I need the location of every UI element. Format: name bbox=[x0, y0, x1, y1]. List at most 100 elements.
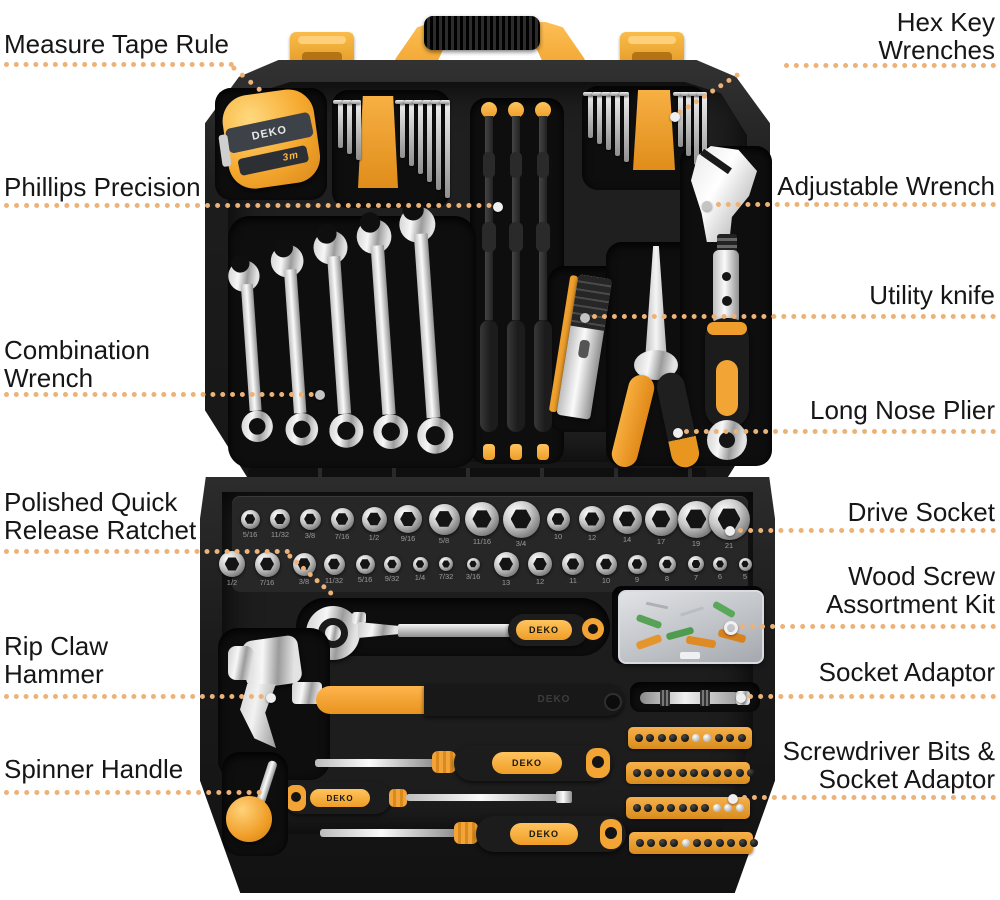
screwdriver-bit bbox=[715, 839, 724, 847]
hex-key-item bbox=[445, 100, 450, 198]
knife-slider-track bbox=[570, 274, 613, 331]
leader-socket-adaptor bbox=[748, 694, 996, 699]
socket-hex-hole bbox=[631, 559, 643, 569]
drive-socket-item bbox=[428, 503, 460, 535]
hex-key-item bbox=[409, 100, 414, 166]
hex-key-bend bbox=[592, 92, 602, 96]
hex-key-item bbox=[427, 100, 432, 182]
leader-hex-key-wrenches bbox=[784, 63, 996, 68]
precision-tip bbox=[537, 444, 549, 460]
precision-shaft bbox=[512, 116, 520, 320]
screwdriver-bit bbox=[669, 734, 678, 742]
socket-hex-hole bbox=[367, 512, 381, 526]
leader-measure-tape-rule bbox=[4, 62, 234, 67]
socket-hex-hole bbox=[510, 509, 532, 529]
socket-hex-hole bbox=[662, 559, 672, 569]
socket-hex-hole bbox=[551, 513, 565, 525]
leader-drive-socket bbox=[738, 528, 996, 533]
socket-adaptor-tool bbox=[640, 692, 740, 704]
screwdriver-bit bbox=[655, 804, 664, 812]
case-handle-grip bbox=[424, 16, 540, 50]
screwdriver-bit bbox=[678, 769, 687, 777]
drive-socket-item bbox=[299, 508, 321, 530]
socket-size-label: 9/16 bbox=[400, 534, 416, 543]
sd2-blade bbox=[556, 791, 572, 803]
hex-key-bend bbox=[440, 100, 450, 104]
drive-socket-item bbox=[270, 509, 290, 529]
ratchet-brand-label: DEKO bbox=[528, 625, 559, 635]
screwdriver-bit bbox=[735, 804, 744, 812]
drive-socket-item bbox=[240, 509, 260, 529]
tape-measure: DEKO 3m bbox=[213, 81, 332, 206]
hex-key-item bbox=[356, 100, 361, 160]
socket-size-label: 3/8 bbox=[298, 576, 310, 586]
screwdriver-bit bbox=[714, 734, 723, 742]
socket-size-label: 13 bbox=[501, 577, 511, 587]
socket-size-label: 3/8 bbox=[304, 530, 316, 540]
hex-key-item bbox=[588, 92, 593, 138]
leader-end-drive-socket bbox=[725, 526, 735, 536]
precision-bulge bbox=[483, 152, 495, 178]
drive-socket-item bbox=[713, 557, 727, 571]
screwdriver-bit bbox=[704, 839, 713, 847]
screwdriver-bit bbox=[712, 769, 721, 777]
socket-hex-hole bbox=[304, 513, 316, 525]
socket-size-label: 5 bbox=[742, 571, 748, 581]
label-rip-claw-hammer: Rip Claw Hammer bbox=[4, 631, 109, 690]
socket-hex-hole bbox=[499, 557, 513, 571]
label-long-nose-plier: Long Nose Plier bbox=[810, 395, 995, 425]
label-wood-screw-assortment-kit: Wood Screw Assortment Kit bbox=[825, 561, 995, 620]
adjustable-wrench bbox=[683, 146, 775, 476]
socket-size-label: 17 bbox=[656, 536, 666, 546]
socket-size-label: 5/8 bbox=[438, 535, 450, 545]
drive-socket-item bbox=[361, 506, 387, 532]
hex-key-item bbox=[418, 100, 423, 174]
adj-hole-1 bbox=[722, 272, 731, 281]
ratchet-end-hole bbox=[588, 624, 598, 634]
sd1-handle-oval: DEKO bbox=[492, 752, 562, 774]
screwdriver-bit bbox=[703, 734, 712, 742]
plier-handle-left bbox=[609, 372, 657, 470]
precision-shaft bbox=[539, 116, 547, 320]
drive-socket-item bbox=[688, 556, 704, 572]
precision-bulge bbox=[537, 152, 549, 178]
drive-socket-item bbox=[502, 500, 540, 538]
socket-hex-hole bbox=[472, 510, 492, 528]
screwdriver-bit bbox=[738, 839, 747, 847]
leader-adjustable-wrench bbox=[716, 202, 996, 207]
socket-hex-hole bbox=[244, 514, 256, 524]
sd3-collar bbox=[454, 822, 478, 844]
hammer-handle-black: DEKO bbox=[424, 684, 624, 716]
wood-screw-box bbox=[618, 590, 764, 664]
screw-orange-2 bbox=[635, 633, 663, 651]
drive-socket-item bbox=[546, 507, 570, 531]
label-hex-key-wrenches: Hex Key Wrenches bbox=[878, 7, 995, 66]
ratchet-lever bbox=[352, 612, 366, 624]
leader-wood-screw-kit bbox=[740, 624, 996, 629]
adj-grip-oval bbox=[716, 360, 738, 416]
socket-size-label: 11 bbox=[569, 576, 577, 585]
drive-socket-item bbox=[355, 554, 375, 574]
hex-key-item bbox=[624, 92, 629, 162]
label-measure-tape-rule: Measure Tape Rule bbox=[4, 29, 229, 59]
screw-green-3 bbox=[711, 600, 737, 619]
socket-hex-hole bbox=[328, 558, 340, 570]
drive-socket-item bbox=[219, 551, 245, 577]
socket-size-label: 14 bbox=[622, 534, 632, 544]
screwdriver-bit bbox=[727, 839, 736, 847]
screwdriver-bit bbox=[693, 839, 701, 847]
sd3-brand-label: DEKO bbox=[528, 829, 559, 839]
sd2-shaft bbox=[406, 794, 572, 801]
precision-tip bbox=[483, 444, 495, 460]
socket-hex-hole bbox=[224, 557, 240, 571]
screwdriver-bit bbox=[690, 804, 698, 812]
hex-key-item bbox=[436, 100, 441, 190]
socket-size-label: 8 bbox=[664, 573, 670, 583]
precision-bulge bbox=[536, 222, 550, 252]
bit-strip bbox=[629, 832, 758, 854]
drive-socket-item bbox=[677, 500, 715, 538]
drive-socket-item bbox=[738, 557, 752, 571]
hex-key-item bbox=[686, 92, 691, 156]
adj-hole-2 bbox=[722, 296, 732, 306]
screwdriver-bit bbox=[692, 734, 700, 742]
